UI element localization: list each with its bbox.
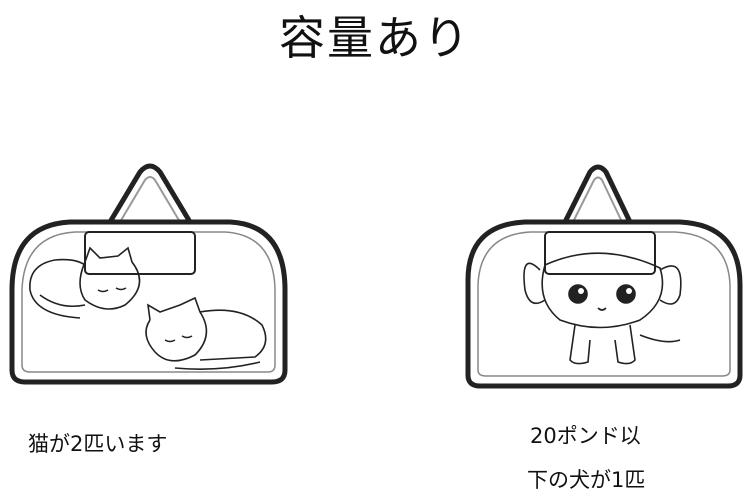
right-bag-dog — [465, 164, 743, 389]
right-caption-line2: 下の犬が1匹 — [527, 468, 646, 492]
cat-2 — [145, 296, 267, 370]
right-caption-line1: 20ポンド以 — [530, 424, 641, 448]
cat-1 — [29, 246, 141, 319]
dog — [523, 252, 682, 365]
left-bag-cats — [9, 163, 288, 385]
heading-capacity: 容量あり — [279, 11, 471, 65]
left-caption: 猫が2匹います — [28, 432, 168, 456]
